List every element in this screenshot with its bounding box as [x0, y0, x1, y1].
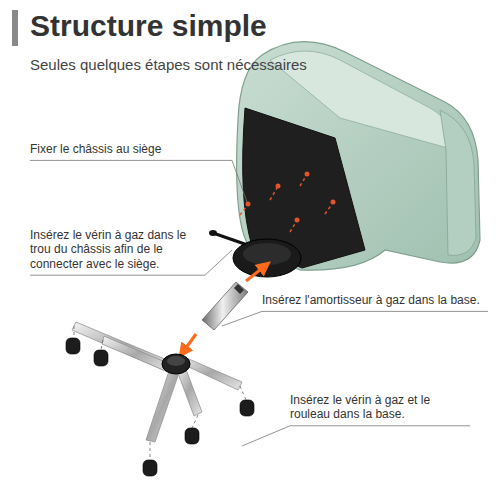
title-bar — [12, 10, 18, 46]
callout-text: Insérez le vérin à gaz dans le trou du c… — [30, 228, 205, 271]
leader-line — [30, 160, 232, 161]
leader-line — [30, 275, 205, 276]
gas-cylinder — [202, 266, 265, 330]
callout-text: Insérez le vérin à gaz et le rouleau dan… — [290, 393, 470, 422]
screw-marks — [240, 176, 332, 232]
leader-line — [232, 160, 247, 202]
leader-line — [262, 311, 488, 312]
star-base — [72, 322, 242, 442]
page-title: Structure simple — [30, 9, 267, 42]
caster-guides — [74, 326, 246, 460]
callout-text: Fixer le châssis au siège — [30, 142, 230, 156]
callout-text: Insérez l'amortisseur à gaz dans la base… — [262, 293, 494, 307]
leader-line — [205, 250, 232, 275]
leader-line — [242, 426, 290, 446]
screws — [246, 172, 336, 223]
seat — [237, 42, 480, 270]
leader-line — [290, 425, 470, 426]
leader-line — [222, 311, 262, 326]
casters — [66, 338, 254, 476]
chassis — [209, 230, 301, 277]
subtitle: Seules quelques étapes sont nécessaires — [30, 56, 307, 73]
